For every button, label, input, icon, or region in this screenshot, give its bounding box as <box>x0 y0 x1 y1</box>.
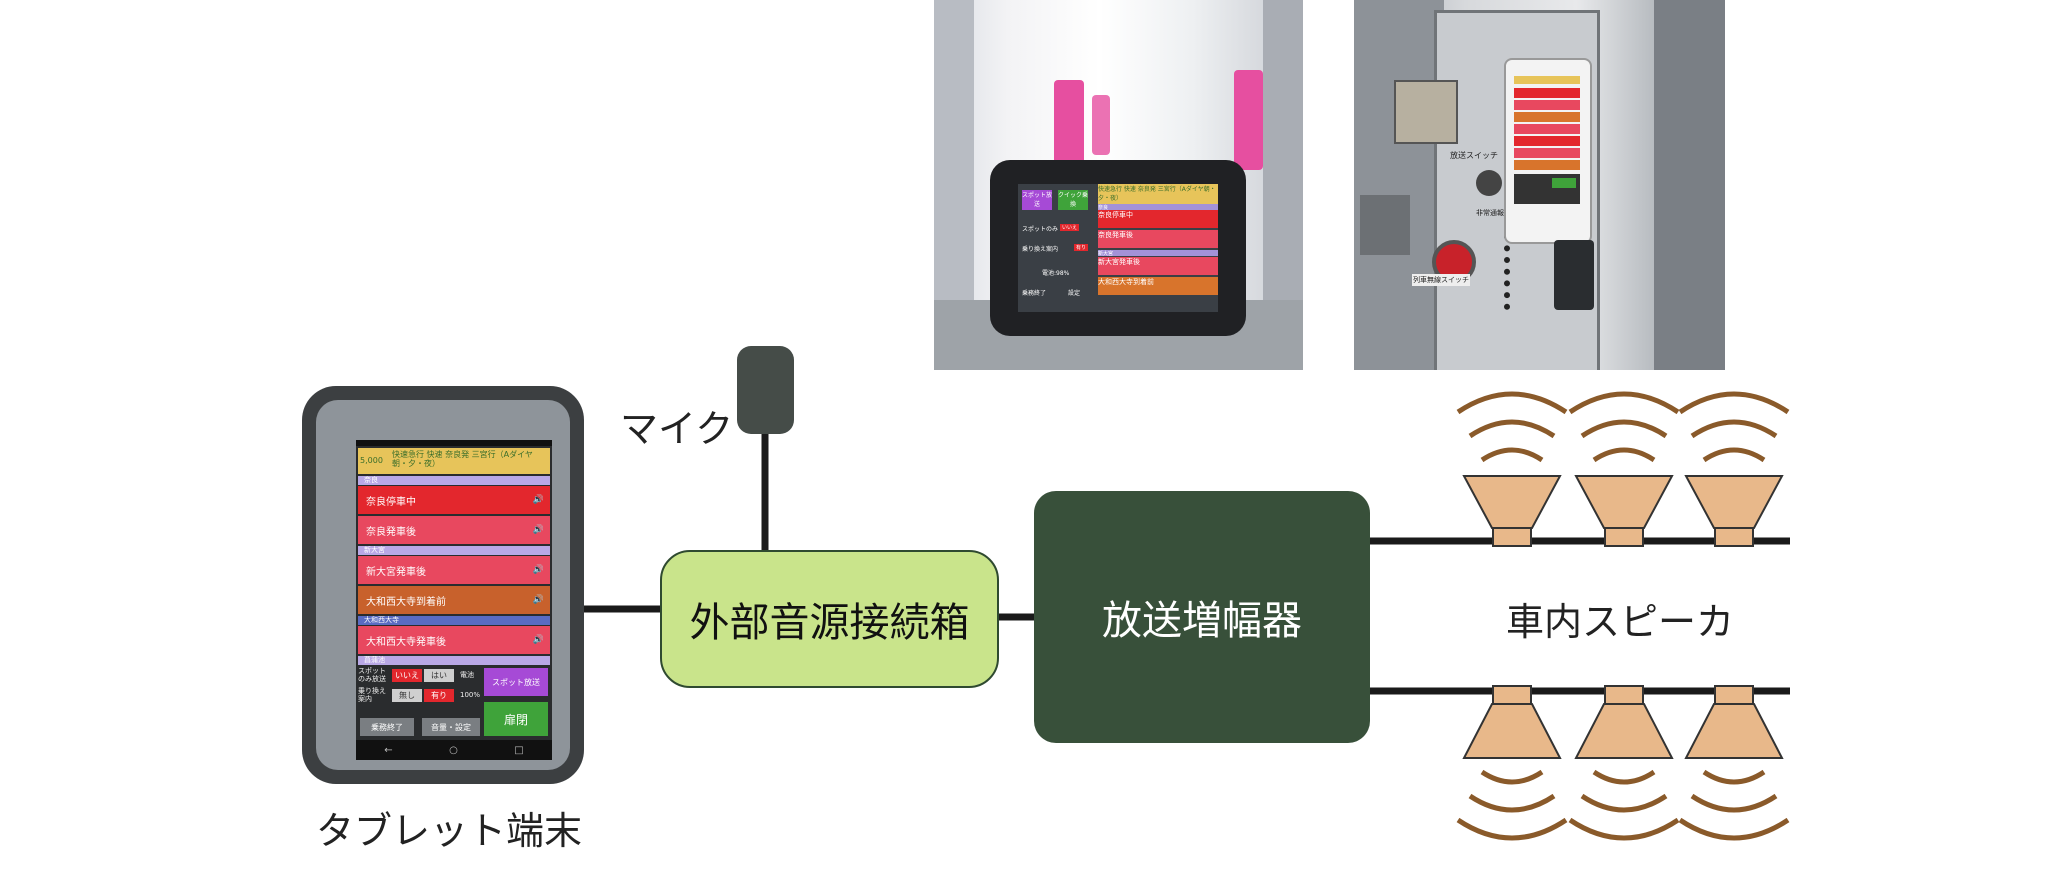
photo1-bar-2: 新大宮 <box>1098 250 1218 256</box>
mic-label: マイク <box>620 398 733 453</box>
photo2-panel-label-2: 列車無線スイッチ <box>1412 274 1470 286</box>
photo1-option-1: いいえ <box>1060 224 1079 231</box>
tablet-label: タブレット端末 <box>316 800 582 855</box>
photo2-switch-label: 放送スイッチ <box>1450 150 1498 161</box>
speaker-top-2 <box>1576 476 1672 546</box>
speaker-top-1 <box>1464 476 1560 546</box>
photo1-item-4: 大和西大寺到着前 <box>1098 277 1218 295</box>
broadcast-amplifier: 放送増幅器 <box>1034 491 1370 743</box>
announcement-item[interactable]: 奈良停車中 🔊 <box>358 486 550 514</box>
battery-value: 100% <box>460 692 480 700</box>
transfer-none[interactable]: 無し <box>392 689 422 702</box>
photo1-item-2: 奈良発車後 <box>1098 230 1218 248</box>
tablet-bezel: 5,000 快速急行 快速 奈良発 三宮行（Aダイヤ朝・夕・夜） 奈良 奈良停車… <box>316 400 570 770</box>
route-header[interactable]: 5,000 快速急行 快速 奈良発 三宮行（Aダイヤ朝・夕・夜） <box>358 448 550 474</box>
tablet-device: 5,000 快速急行 快速 奈良発 三宮行（Aダイヤ朝・夕・夜） 奈良 奈良停車… <box>302 386 584 784</box>
transfer-label: 乗り換え案内 <box>358 688 392 703</box>
station-bar-shin-omiya: 新大宮 <box>358 546 550 555</box>
android-nav-bar: ← ○ □ <box>356 740 552 760</box>
photo-control-panel: 放送スイッチ 非常通報 列車無線スイッチ <box>1354 0 1725 370</box>
photo1-spot-only: スポットのみ <box>1022 224 1058 233</box>
photo1-item-1: 奈良停車中 <box>1098 210 1218 228</box>
speaker-icon: 🔊 <box>533 565 544 575</box>
sound-wave-bottom <box>1458 772 1788 838</box>
speaker-icon: 🔊 <box>533 495 544 505</box>
home-icon[interactable]: ○ <box>449 745 458 756</box>
header-number: 5,000 <box>360 456 383 465</box>
spot-only-yes[interactable]: はい <box>424 669 454 682</box>
spot-broadcast-button[interactable]: スポット放送 <box>484 668 548 696</box>
announcement-label: 奈良発車後 <box>366 523 416 538</box>
speakers-label: 車内スピーカ <box>1506 591 1734 646</box>
spot-only-no[interactable]: いいえ <box>392 669 422 682</box>
sound-wave-top <box>1458 394 1788 460</box>
station-bar-nara: 奈良 <box>358 476 550 485</box>
speaker-bottom-2 <box>1576 686 1672 758</box>
spot-only-label: スポットのみ放送 <box>358 668 392 683</box>
speaker-icon: 🔊 <box>533 525 544 535</box>
header-route-text: 快速急行 快速 奈良発 三宮行（Aダイヤ朝・夕・夜） <box>392 450 542 468</box>
external-audio-box: 外部音源接続箱 <box>660 550 999 688</box>
mounted-tablet: スポット放送 クイック乗換 快速急行 快速 奈良発 三宮行（Aダイヤ朝・夕・夜）… <box>990 160 1246 336</box>
announcement-item[interactable]: 大和西大寺発車後 🔊 <box>358 626 550 654</box>
photo1-option-2: 有り <box>1074 244 1088 251</box>
speaker-top-3 <box>1686 476 1782 546</box>
finish-duty-button[interactable]: 乗務終了 <box>360 718 414 736</box>
photo2-panel-label-1: 非常通報 <box>1476 208 1504 218</box>
announcement-label: 新大宮発車後 <box>366 563 426 578</box>
announcement-item[interactable]: 新大宮発車後 🔊 <box>358 556 550 584</box>
announcement-label: 奈良停車中 <box>366 493 416 508</box>
amplifier-label: 放送増幅器 <box>1102 588 1302 646</box>
back-icon[interactable]: ← <box>384 745 392 756</box>
announcement-label: 大和西大寺到着前 <box>366 593 446 608</box>
transfer-yes[interactable]: 有り <box>424 689 454 702</box>
photo1-transfer: 乗り換え案内 <box>1022 244 1058 253</box>
announcement-item[interactable]: 大和西大寺到着前 🔊 <box>358 586 550 614</box>
volume-settings-button[interactable]: 音量・設定 <box>422 718 480 736</box>
announcement-label: 大和西大寺発車後 <box>366 633 446 648</box>
battery-label: 電池 <box>460 672 474 680</box>
external-box-label: 外部音源接続箱 <box>690 590 970 648</box>
station-bar-saidaiji: 大和西大寺 <box>358 616 550 625</box>
photo-train-interior: スポット放送 クイック乗換 快速急行 快速 奈良発 三宮行（Aダイヤ朝・夕・夜）… <box>934 0 1303 370</box>
speaker-icon: 🔊 <box>533 595 544 605</box>
photo1-battery: 電池:98% <box>1042 268 1069 277</box>
microphone <box>737 346 794 434</box>
door-close-button[interactable]: 扉閉 <box>484 702 548 736</box>
speaker-bottom-3 <box>1686 686 1782 758</box>
speaker-bottom-1 <box>1464 686 1560 758</box>
photo1-quick-button: クイック乗換 <box>1058 190 1088 210</box>
speaker-icon: 🔊 <box>533 635 544 645</box>
mounted-phone <box>1504 58 1592 244</box>
recent-apps-icon[interactable]: □ <box>514 745 523 756</box>
tablet-screen: 5,000 快速急行 快速 奈良発 三宮行（Aダイヤ朝・夕・夜） 奈良 奈良停車… <box>356 440 552 760</box>
photo1-item-3: 新大宮発車後 <box>1098 257 1218 275</box>
station-bar-ayameike: 菖蒲池 <box>358 656 550 665</box>
photo1-spot-button: スポット放送 <box>1022 190 1052 210</box>
photo1-settings: 設定 <box>1068 288 1080 297</box>
photo1-header: 快速急行 快速 奈良発 三宮行（Aダイヤ朝・夕・夜） <box>1098 184 1218 204</box>
announcement-item[interactable]: 奈良発車後 🔊 <box>358 516 550 544</box>
photo1-finish: 乗務終了 <box>1022 288 1046 297</box>
